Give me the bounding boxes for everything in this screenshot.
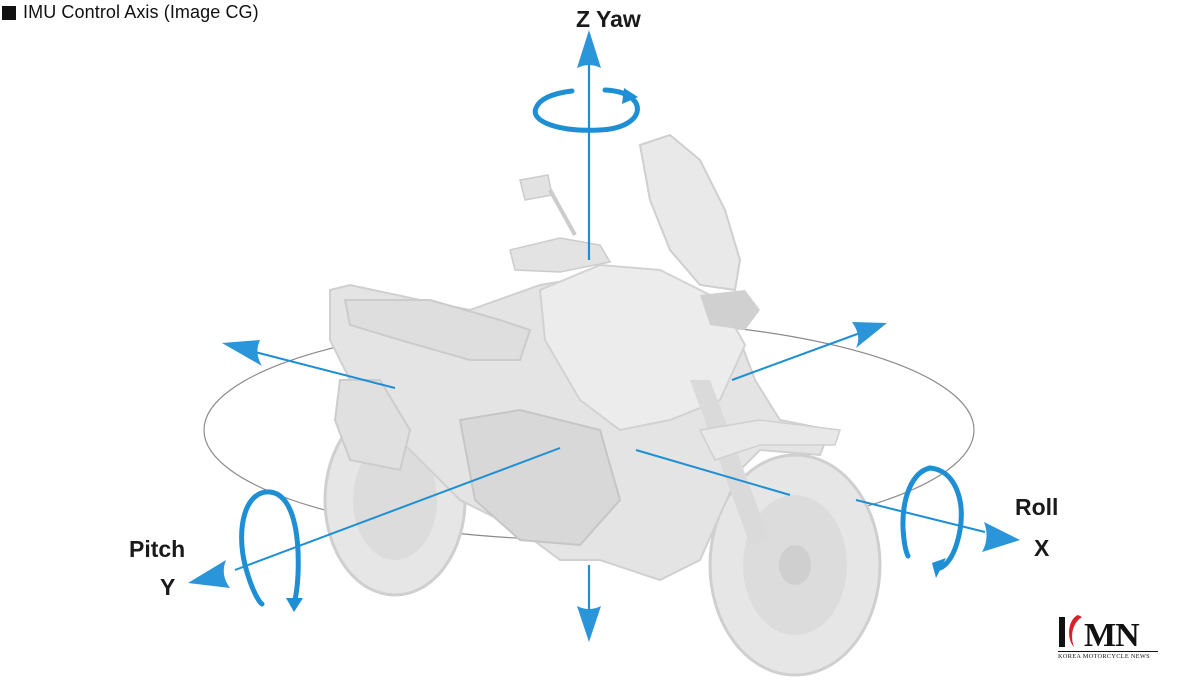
x-axis-back-arrow-icon [222,340,262,366]
roll-label: Roll [1015,494,1059,520]
black-square-icon [2,5,16,20]
x-axis-front-arrow-icon [982,522,1020,552]
yaw-rotation-arrow-icon [532,87,640,133]
pitch-rotation-arrow-icon [239,489,273,607]
y-axis-back-arrow-icon [852,322,887,348]
roll-rotation-arrow-icon [927,465,964,571]
z-yaw-label: Z Yaw [576,6,641,32]
y-axis-front-arrow-icon [188,560,230,588]
logo-subtitle: KOREA MOTORCYCLE NEWS [1058,651,1158,660]
roll-axis-letter: X [1034,535,1050,561]
caption-text: IMU Control Axis (Image CG) [23,2,259,22]
diagram-caption: IMU Control Axis (Image CG) [2,2,259,23]
z-axis-bottom-arrow-icon [577,606,601,642]
kmn-logo-letters: MN [1084,617,1140,649]
y-axis-line [234,447,561,571]
pitch-axis-letter: Y [160,574,176,600]
x-axis-line [855,499,986,533]
pitch-label: Pitch [129,536,186,562]
motorcycle-illustration [323,133,882,677]
kmn-logo: MN KOREA MOTORCYCLE NEWS [1058,611,1158,663]
z-axis-top-arrow-icon [577,30,601,68]
kmn-logo-mark-icon: MN [1059,615,1141,649]
